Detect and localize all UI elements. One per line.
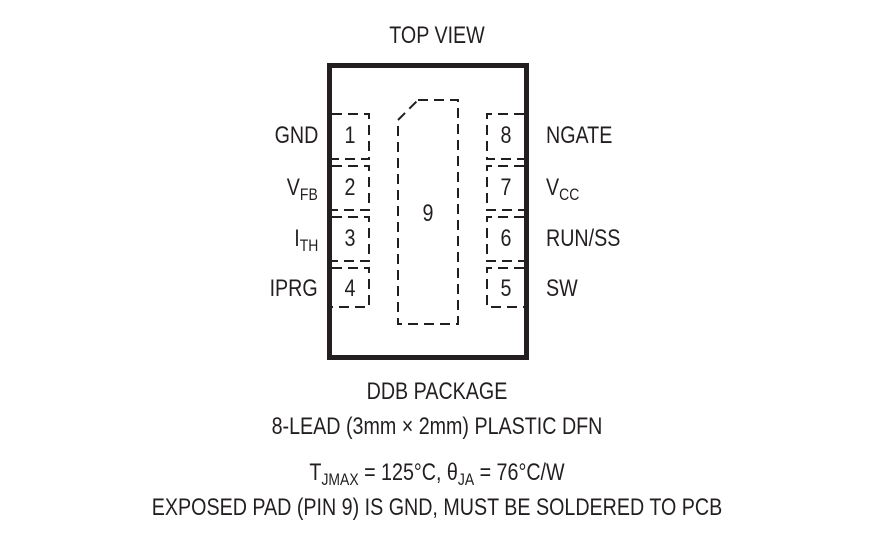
caption-lead: 8-LEAD (3mm × 2mm) PLASTIC DFN bbox=[271, 413, 603, 440]
pin-4-label: IPRG bbox=[269, 275, 318, 302]
pin-3-number: 3 bbox=[344, 225, 356, 252]
pin-6-number: 6 bbox=[500, 225, 512, 252]
pin-2-number: 2 bbox=[344, 174, 356, 201]
pin-1-number: 1 bbox=[344, 122, 356, 149]
package-outline bbox=[327, 63, 529, 360]
pin-4-number: 4 bbox=[344, 275, 356, 302]
pin-8-number: 8 bbox=[500, 122, 512, 149]
pin-5-number: 5 bbox=[500, 275, 512, 302]
pin-2-label: VFB bbox=[287, 174, 318, 204]
caption-exposed-pad: EXPOSED PAD (PIN 9) IS GND, MUST BE SOLD… bbox=[151, 494, 723, 521]
caption-package: DDB PACKAGE bbox=[366, 378, 508, 405]
diagram-title: TOP VIEW bbox=[389, 22, 485, 49]
caption-thermal: TJMAX = 125°C, θJA = 76°C/W bbox=[309, 459, 565, 489]
pin-7-number: 7 bbox=[500, 174, 512, 201]
pin-3-label: ITH bbox=[293, 225, 318, 255]
pin-6-label: RUN/SS bbox=[546, 225, 621, 252]
pin-7-label: VCC bbox=[546, 174, 580, 204]
pin-1-label: GND bbox=[274, 122, 318, 149]
pin-5-label: SW bbox=[546, 275, 578, 302]
exposed-pad-number: 9 bbox=[422, 200, 434, 227]
pin-8-label: NGATE bbox=[546, 122, 613, 149]
